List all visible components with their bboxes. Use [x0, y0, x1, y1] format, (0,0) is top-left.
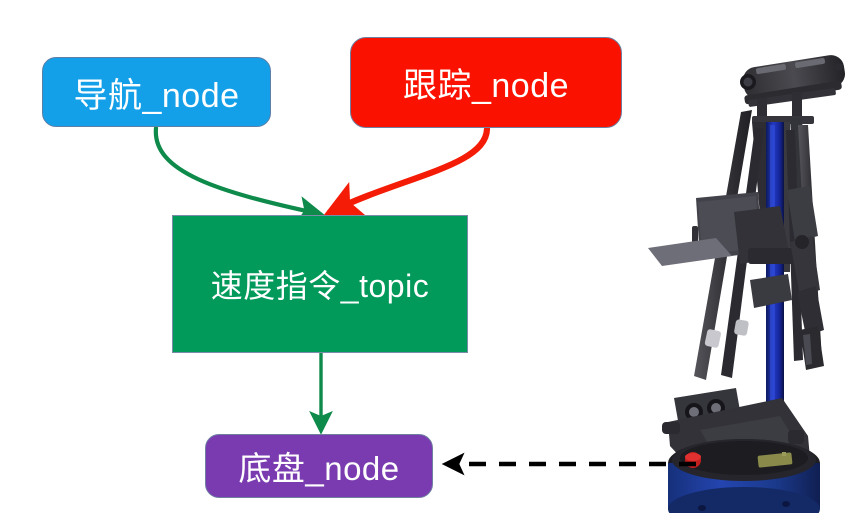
node-velocity-topic[interactable]: 速度指令_topic	[172, 215, 468, 353]
node-chassis[interactable]: 底盘_node	[205, 434, 433, 498]
node-velocity-topic-label: 速度指令_topic	[210, 268, 430, 304]
arrow-track-to-topic	[323, 125, 491, 216]
robot-rail-highlight	[770, 125, 775, 425]
robot-mid-chassis	[734, 206, 800, 264]
node-nav[interactable]: 导航_node	[42, 57, 271, 127]
node-track-label: 跟踪_node	[402, 67, 570, 105]
node-track[interactable]: 跟踪_node	[350, 37, 622, 128]
robot-illustration	[648, 55, 846, 513]
robot-mobile-base	[668, 439, 820, 513]
node-nav-label: 导航_node	[73, 76, 240, 115]
node-chassis-label: 底盘_node	[238, 450, 400, 487]
robot-gripper-arm	[750, 186, 824, 370]
arrow-nav-to-topic	[153, 125, 325, 223]
